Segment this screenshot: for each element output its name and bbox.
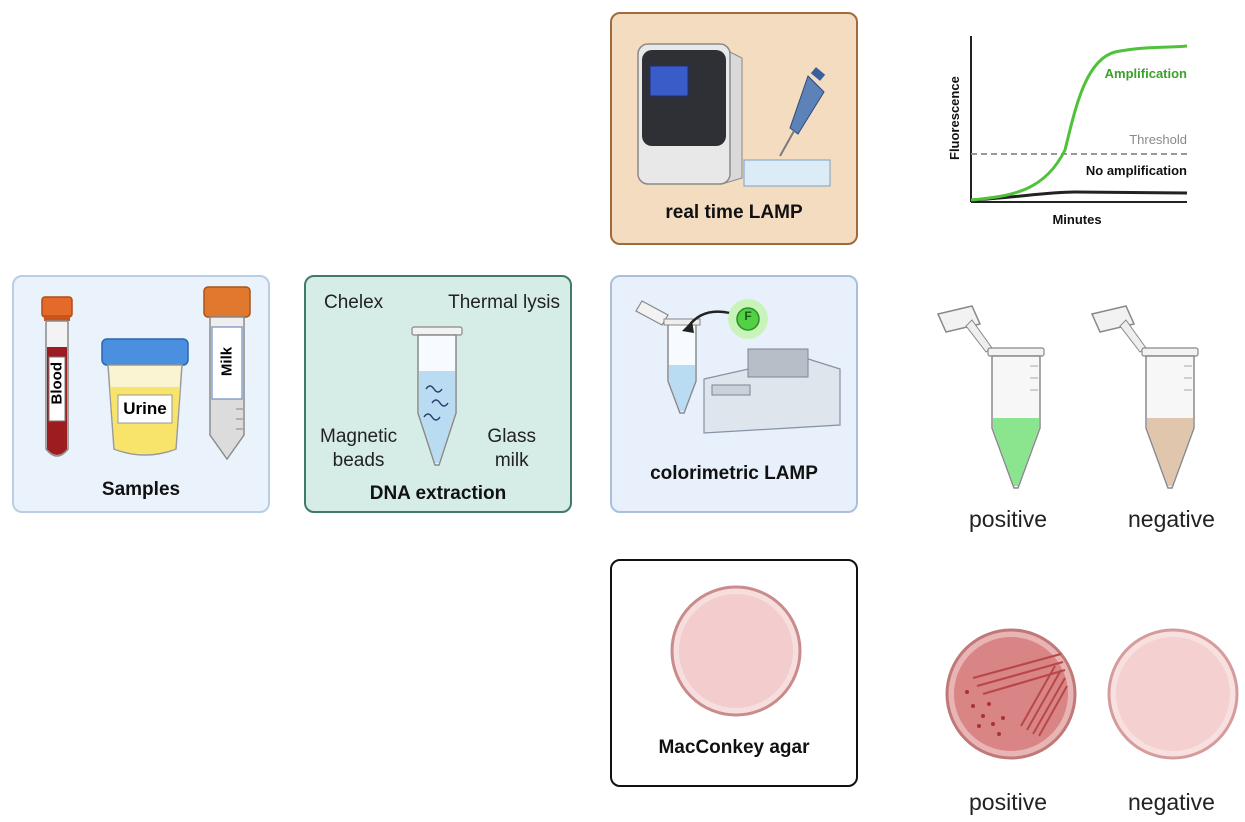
extraction-tube-icon [411,326,463,466]
tube-negative-label: negative [1128,506,1215,532]
pipette-icon [779,67,826,157]
dna-extraction-title: DNA extraction [369,483,507,504]
dna-extraction-card: Chelex Thermal lysis Magnetic beads Glas… [304,275,572,513]
realtime-lamp-title: real time LAMP [665,202,803,223]
milk-label: Milk [218,346,236,377]
fluor-badge: F [744,309,752,323]
colorimetric-lamp-title: colorimetric LAMP [650,463,818,484]
samples-title: Samples [101,479,181,500]
agar-plate-icon [670,585,802,717]
macconkey-card: MacConkey agar [610,559,858,787]
blood-tube-icon [41,296,73,457]
realtime-lamp-card: real time LAMP [610,12,858,245]
glass-milk-label: Glass milk [487,425,536,473]
urine-label: Urine [123,399,167,418]
plate-positive-label: positive [969,789,1047,815]
amplification-label: Amplification [1105,66,1187,81]
amplification-curve [970,44,1188,202]
threshold-label: Threshold [1129,132,1187,147]
heat-block-icon [703,348,841,434]
sample-tube-icon [635,300,701,414]
realtime-instrument-illustration [637,43,831,187]
colorimetric-illustration [635,299,841,434]
no-amplification-label: No amplification [1086,163,1187,178]
arrow-head-icon [682,321,694,333]
negative-tube-icon [1090,305,1199,489]
urine-cup-icon [101,338,189,456]
lamp-instrument-icon [637,43,743,185]
plate-negative-label: negative [1128,789,1215,815]
magnetic-label-line-1: Magnetic [320,426,398,447]
negative-plate-icon [1107,628,1239,760]
glass-label-line-2: milk [494,450,529,471]
blood-label: Blood [48,362,66,405]
magnetic-label-line-2: beads [332,450,385,471]
thermal-lysis-label: Thermal lysis [448,292,560,313]
tube-positive-label: positive [969,506,1047,532]
chart-xlabel: Minutes [1052,212,1101,227]
samples-illustration [41,286,251,461]
magnetic-beads-label: Magnetic beads [320,425,397,473]
amplification-chart: Fluorescence Minutes Amplification Thres… [947,36,1188,227]
macconkey-title: MacConkey agar [658,737,810,758]
chelex-label: Chelex [324,292,384,313]
fluorescence-dot-icon [736,307,760,331]
positive-tube-icon [936,305,1045,489]
milk-tube-icon [203,286,251,461]
colorimetric-lamp-card: F colorimetric LAMP [610,275,858,513]
chart-ylabel: Fluorescence [947,76,962,160]
well-plate-icon [743,159,831,187]
positive-plate-icon [945,628,1077,760]
samples-card: Blood Urine Milk Samples [12,275,270,513]
glass-label-line-1: Glass [487,426,536,447]
